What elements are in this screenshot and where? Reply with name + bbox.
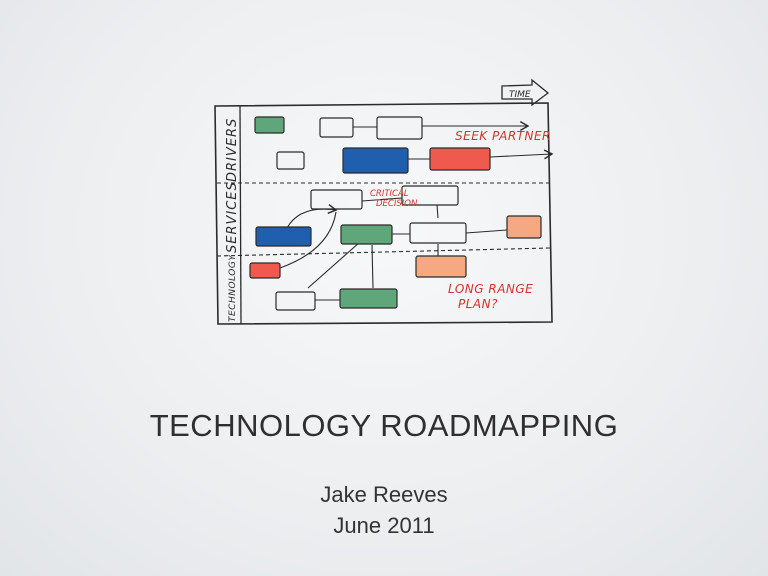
lane-label-technology: TECHNOLOGY <box>228 254 238 322</box>
connector <box>279 211 337 269</box>
roadmap-box-red <box>249 262 281 279</box>
roadmap-box-empty <box>310 189 363 210</box>
roadmap-box-green <box>340 224 393 245</box>
connector <box>436 204 439 219</box>
roadmap-box-empty <box>319 117 354 138</box>
connector <box>489 149 554 160</box>
roadmap-box-green <box>339 288 398 309</box>
roadmap-box-blue <box>342 147 409 174</box>
roadmap-box-peach <box>415 255 467 278</box>
annotation-long-range: LONG RANGE <box>448 282 533 296</box>
slide-date: June 2011 <box>333 513 435 538</box>
roadmap-box-empty <box>275 291 316 311</box>
connector <box>286 204 338 229</box>
connectors <box>279 120 554 301</box>
roadmap-box-green <box>254 116 285 134</box>
roadmap-box-empty <box>409 222 467 244</box>
time-arrow <box>501 78 550 107</box>
roadmap-box-peach <box>506 215 542 239</box>
annotation-seek-partner: SEEK PARTNER <box>455 129 551 143</box>
roadmap-box-red <box>429 147 491 171</box>
connector <box>361 197 403 202</box>
roadmap-box-empty <box>376 116 423 140</box>
annotation-critical: CRITICAL <box>370 189 409 199</box>
roadmap-sketch: DRIVERS SERVICES TECHNOLOGY TIME <box>214 78 554 325</box>
label-column-divider <box>239 105 242 325</box>
connector <box>371 244 374 289</box>
slide-author: Jake Reeves <box>320 482 448 507</box>
lane-label-services: SERVICES <box>225 181 240 253</box>
roadmap-frame <box>214 102 553 325</box>
lane-divider-2 <box>216 247 551 257</box>
roadmap-box-empty <box>276 151 305 170</box>
connector <box>307 241 361 289</box>
roadmap-box-empty <box>401 185 459 206</box>
lane-label-drivers: DRIVERS <box>225 118 240 182</box>
annotation-decision: DECISION <box>376 199 418 209</box>
slide-title: TECHNOLOGY ROADMAPPING <box>149 408 619 443</box>
connector <box>465 229 508 234</box>
roadmap-box-blue <box>255 226 312 247</box>
time-label: TIME <box>509 90 531 100</box>
annotation-plan: PLAN? <box>458 297 498 311</box>
